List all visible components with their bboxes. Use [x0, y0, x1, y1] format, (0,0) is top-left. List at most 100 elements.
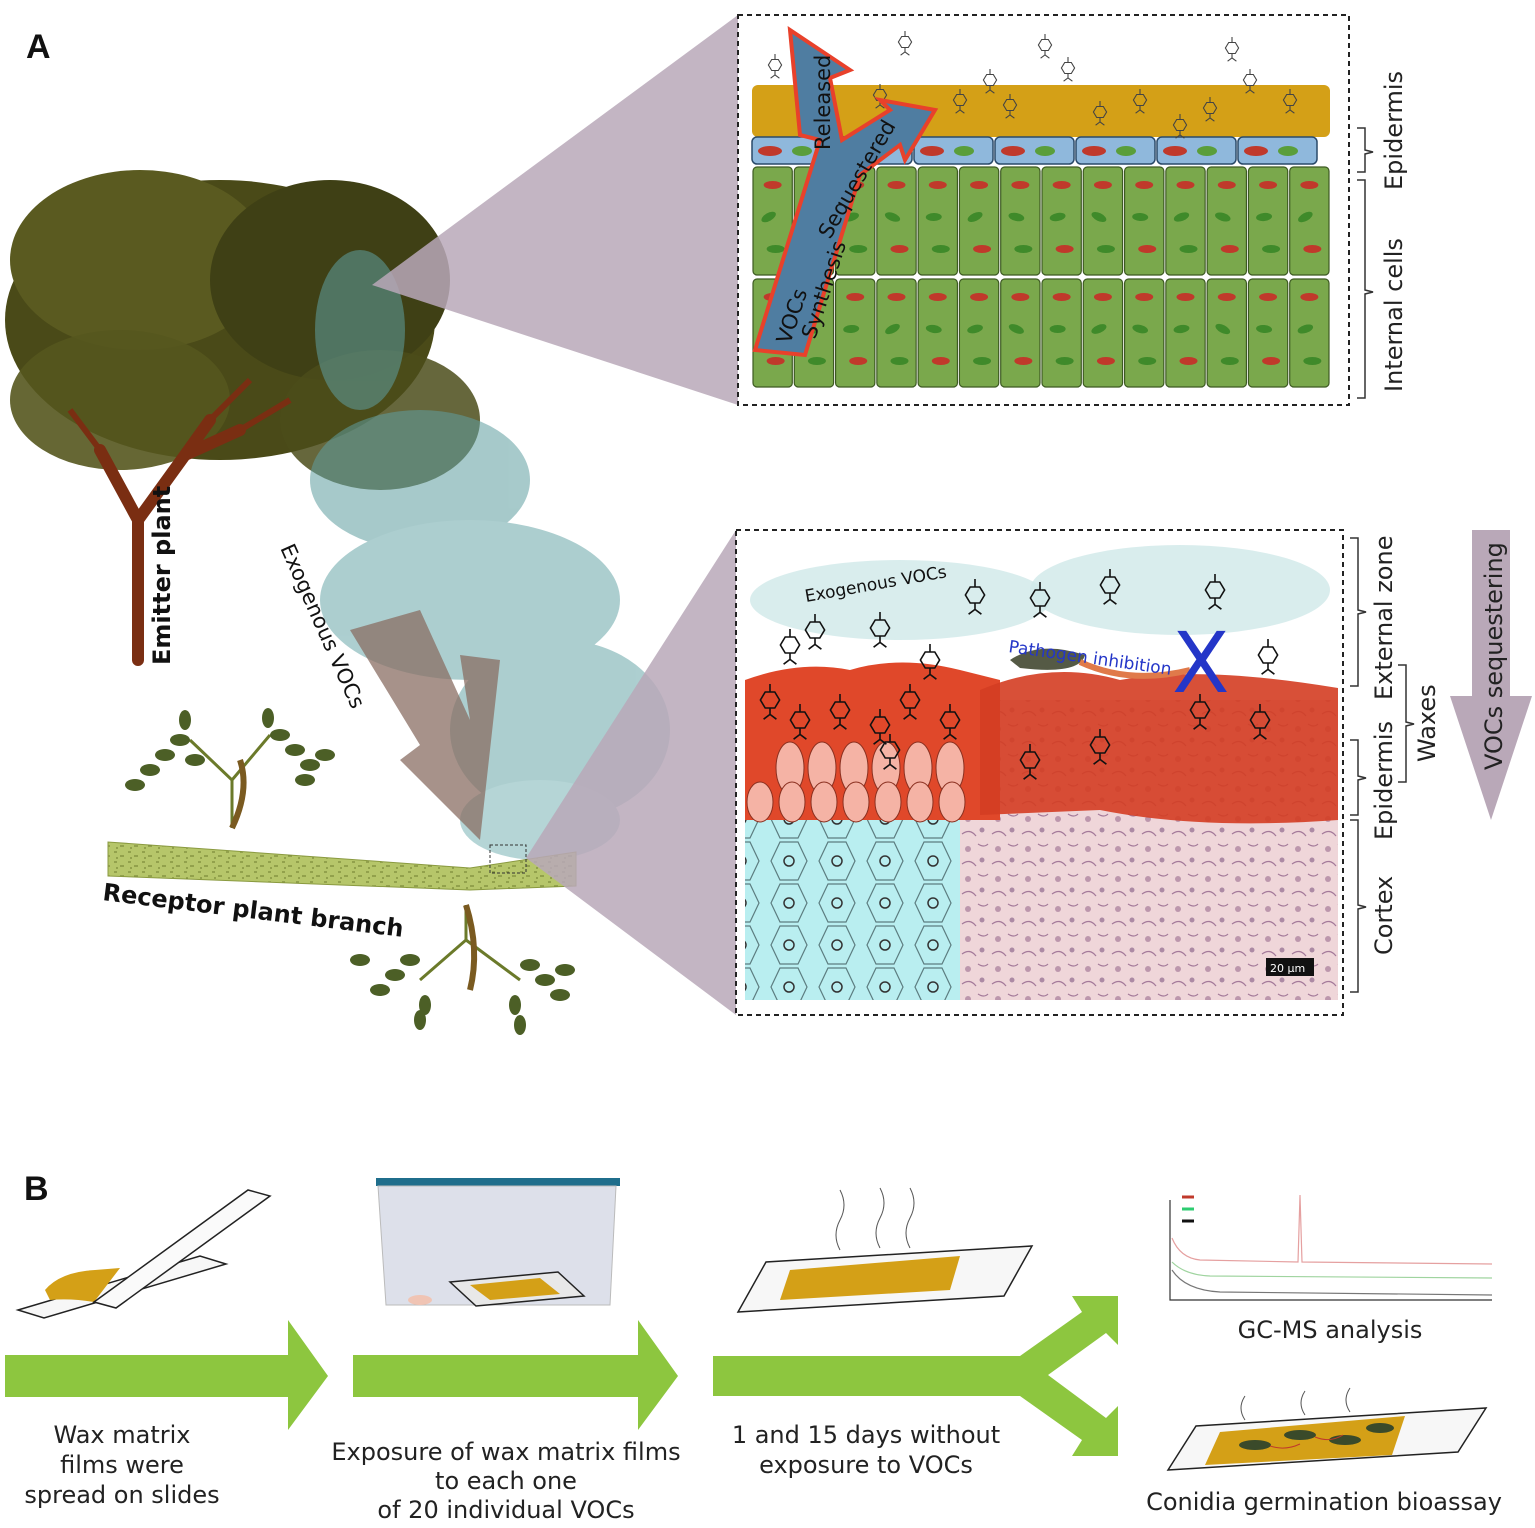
- voc-molecule: [767, 53, 783, 79]
- gcms-chromatogram: [1169, 1194, 1493, 1301]
- chloroplast: [1093, 293, 1112, 301]
- voc-molecule: [899, 683, 921, 720]
- step1-line2: films were: [60, 1451, 184, 1479]
- chloroplast: [1215, 323, 1231, 335]
- chloroplast: [1011, 293, 1030, 301]
- step1-line1: Wax matrix: [54, 1421, 191, 1449]
- chloroplast: [931, 357, 950, 365]
- chloroplast: [1055, 357, 1074, 365]
- voc-molecule: [1029, 581, 1051, 618]
- epidermis-cell: [906, 781, 934, 823]
- voc-molecule: [982, 68, 998, 94]
- label-epidermis-top: Epidermis: [1380, 71, 1408, 190]
- chloroplast: [766, 357, 785, 365]
- chloroplast: [931, 245, 950, 253]
- chloroplast: [1176, 293, 1195, 301]
- chloroplast: [884, 212, 901, 222]
- step2-caption: Exposure of wax matrix films to each one…: [331, 1438, 680, 1524]
- voc-molecule: [1249, 703, 1271, 740]
- chloroplast: [1173, 324, 1190, 334]
- step2-line2: to each one: [435, 1467, 577, 1495]
- chloroplast: [1259, 181, 1278, 189]
- chloroplast: [849, 245, 868, 253]
- voc-molecule: [1257, 638, 1279, 675]
- chloroplast: [849, 357, 868, 365]
- chloroplast: [1256, 324, 1273, 334]
- chloroplast: [1052, 293, 1071, 301]
- chloroplast: [807, 357, 826, 365]
- epidermis-cell: [874, 781, 902, 823]
- epidermis-cell: [1237, 136, 1318, 165]
- step1-caption: Wax matrix films were spread on slides: [24, 1421, 219, 1509]
- voc-molecule: [1189, 693, 1211, 730]
- chloroplast: [925, 212, 942, 222]
- chloroplast: [967, 212, 983, 222]
- voc-molecule: [1172, 113, 1188, 139]
- chloroplast: [1217, 293, 1236, 301]
- voc-molecule: [897, 30, 913, 56]
- cortex-cells-illustration: [745, 820, 965, 1000]
- epidermis-cell: [810, 781, 838, 823]
- chloroplast: [970, 181, 989, 189]
- chloroplast: [1262, 357, 1281, 365]
- voc-molecule: [919, 643, 941, 680]
- bottom-inset: X Pathogen inhibition Exogenous VOCs 20 …: [735, 529, 1344, 1016]
- chloroplast: [792, 146, 812, 156]
- chloroplast: [1096, 357, 1115, 365]
- chloroplast: [1049, 212, 1066, 222]
- panel-a-label: A: [26, 28, 51, 66]
- chloroplast: [1259, 293, 1278, 301]
- chloroplast: [954, 146, 974, 156]
- pathogen-spore: [1010, 648, 1085, 670]
- chloroplast: [1256, 212, 1273, 222]
- voc-molecule: [789, 703, 811, 740]
- gcms-analysis-label: GC-MS analysis: [1238, 1316, 1423, 1344]
- chloroplast: [1179, 357, 1198, 365]
- epidermis-cell: [746, 781, 774, 823]
- flow-arrow-2: [353, 1320, 678, 1430]
- chloroplast: [846, 293, 865, 301]
- chloroplast: [887, 181, 906, 189]
- epidermis-cell: [994, 136, 1075, 165]
- voc-molecule: [869, 611, 891, 648]
- incubated-slide-illustration: [736, 1187, 1034, 1313]
- voc-molecules-top: [767, 30, 1298, 139]
- voc-molecule: [1089, 728, 1111, 765]
- voc-molecule: [829, 693, 851, 730]
- chloroplast: [887, 293, 906, 301]
- chloroplast: [1014, 245, 1033, 253]
- voc-molecules-bottom: [759, 568, 1279, 780]
- voc-molecule: [1002, 93, 1018, 119]
- chloroplast: [925, 324, 942, 334]
- exposure-chamber-illustration: [376, 1178, 620, 1307]
- wax-epidermis-illustration: [745, 662, 1000, 820]
- chloroplast: [1217, 181, 1236, 189]
- wax-epidermis-micrograph: [980, 672, 1338, 824]
- inhibition-x-mark: X: [1172, 614, 1230, 712]
- chloroplast: [1049, 325, 1066, 333]
- chloroplast: [1132, 212, 1149, 222]
- chloroplast: [928, 181, 947, 189]
- chloroplast: [1244, 146, 1268, 156]
- chloroplast: [1298, 211, 1313, 223]
- chloroplast: [1138, 245, 1157, 253]
- voc-molecule: [1204, 573, 1226, 610]
- chloroplast: [1300, 181, 1319, 189]
- chloroplast: [1173, 212, 1190, 222]
- germ-tube: [1078, 659, 1191, 679]
- chloroplast: [1197, 146, 1217, 156]
- voc-molecule: [964, 578, 986, 615]
- voc-molecule: [759, 683, 781, 720]
- chloroplast: [890, 245, 909, 253]
- chloroplast: [967, 324, 983, 334]
- chloroplast: [761, 211, 776, 223]
- voc-process-arrow: [752, 26, 939, 358]
- chloroplast: [1091, 324, 1107, 334]
- chloroplast: [1220, 245, 1239, 253]
- emitter-tree: [5, 170, 480, 666]
- flow-arrow-1: [5, 1320, 328, 1430]
- voc-molecule: [1282, 88, 1298, 114]
- voc-molecule: [1092, 100, 1108, 126]
- step3-caption: 1 and 15 days without exposure to VOCs: [732, 1421, 1000, 1479]
